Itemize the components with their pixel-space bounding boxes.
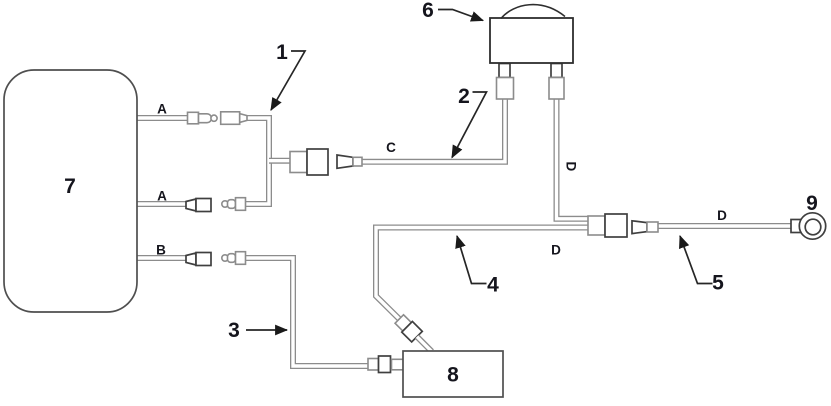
connector-b-socket xyxy=(221,250,247,266)
switch-connector-right xyxy=(548,76,565,100)
connector-wire-c-terminal xyxy=(336,154,363,170)
leader-4 xyxy=(455,234,487,285)
wire-label-c: C xyxy=(386,140,396,155)
leader-2 xyxy=(451,91,488,159)
wire-4 xyxy=(373,224,588,322)
wire-d-from-switch xyxy=(553,98,588,222)
connector-a-mid-plug xyxy=(185,197,212,213)
leader-5 xyxy=(679,234,713,285)
connector-box8-left xyxy=(367,355,405,374)
switch-pin-left xyxy=(498,62,511,79)
connector-splitter-output xyxy=(289,148,329,176)
switch-pin-right xyxy=(550,62,563,79)
switch-connector-left xyxy=(495,76,515,100)
wire-label-b: B xyxy=(156,243,166,258)
callout-7-label: 7 xyxy=(64,175,76,198)
callout-5-label: 5 xyxy=(712,272,724,295)
connector-box8-diagonal xyxy=(393,313,434,354)
callout-leaders xyxy=(246,8,713,336)
wire-label-d-switch: D xyxy=(564,162,579,172)
wire-c xyxy=(361,99,508,165)
callout-9-label: 9 xyxy=(806,192,818,215)
junction-connector xyxy=(587,213,628,238)
callout-4-label: 4 xyxy=(487,274,499,297)
ring-terminal xyxy=(790,211,827,241)
device-7-box xyxy=(3,69,138,313)
callout-8-label: 8 xyxy=(447,364,459,387)
connector-b-plug xyxy=(185,251,212,267)
callout-2-label: 2 xyxy=(458,85,470,108)
leader-6 xyxy=(438,8,485,22)
callout-3-label: 3 xyxy=(228,319,240,342)
wires xyxy=(137,98,791,369)
connectors xyxy=(185,62,827,374)
leader-1 xyxy=(270,50,307,111)
y-splitter-harness xyxy=(245,115,290,207)
wire-label-d-junction: D xyxy=(551,243,561,258)
wire-label-a-top: A xyxy=(157,102,167,117)
wire-label-a-mid: A xyxy=(157,189,167,204)
device-8-box xyxy=(402,350,504,398)
wire-label-d-ground: D xyxy=(717,208,727,223)
connector-a-top-male xyxy=(186,111,218,125)
connector-wire-5-terminal xyxy=(631,219,659,235)
wire-3 xyxy=(245,255,368,369)
switch-6-body xyxy=(489,3,574,64)
callout-6-label: 6 xyxy=(422,0,434,22)
callout-1-label: 1 xyxy=(276,41,288,64)
switch-lever-arc xyxy=(500,3,566,20)
labels: 7 8 1 2 3 4 5 6 9 A A B C D D D xyxy=(64,0,818,387)
connector-a-mid-socket xyxy=(221,196,247,212)
connector-a-top-female xyxy=(219,111,248,126)
